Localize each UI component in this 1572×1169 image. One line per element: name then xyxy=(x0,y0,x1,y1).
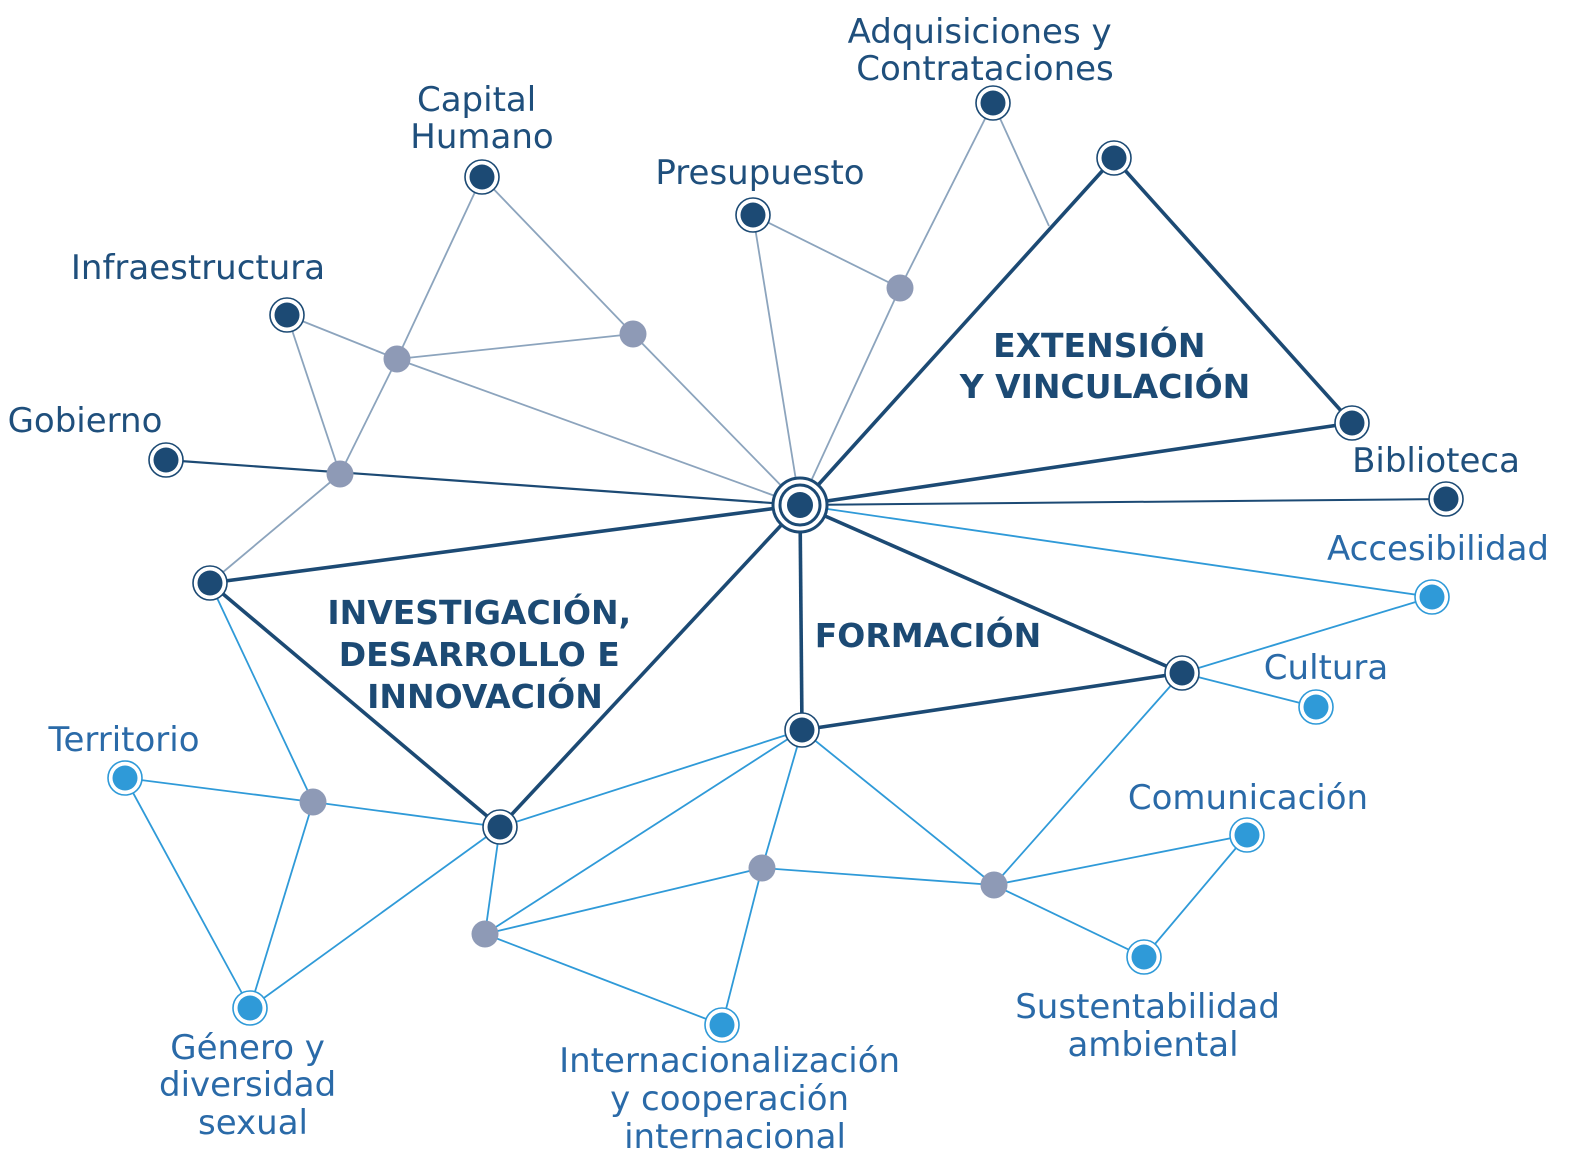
edge-b3-intl xyxy=(721,867,763,1026)
node-junction-1 xyxy=(886,274,914,302)
node-center-hub xyxy=(771,476,829,534)
edge-inv2-center xyxy=(498,503,802,829)
edge-g3-center xyxy=(396,358,801,506)
edge-center-inv xyxy=(209,503,801,585)
edge-ext2-center xyxy=(799,421,1353,507)
edge-f2-b4 xyxy=(993,672,1183,886)
node-junction-7 xyxy=(748,854,776,882)
edge-b4-sus xyxy=(993,884,1145,958)
edge-adq-g1 xyxy=(899,102,994,289)
node-territorio xyxy=(107,760,143,796)
label-internacionalizacion: Internacionalización y cooperación inter… xyxy=(559,1041,911,1157)
label-presupuesto: Presupuesto xyxy=(655,153,864,193)
edge-center-bib xyxy=(799,498,1447,506)
edge-ter-gen xyxy=(124,777,251,1009)
node-junction-8 xyxy=(980,871,1008,899)
node-extension-top xyxy=(1096,140,1132,176)
edge-b2-b3 xyxy=(484,867,763,935)
edge-pres-g1 xyxy=(752,214,901,289)
label-capital-humano: Capital Humano xyxy=(410,80,553,157)
node-investigation-left xyxy=(192,565,228,601)
label-genero: Género y diversidad sexual xyxy=(159,1028,347,1143)
label-biblioteca: Biblioteca xyxy=(1352,441,1520,481)
edge-gob-center xyxy=(165,458,801,507)
node-adquisiciones xyxy=(975,85,1011,121)
edge-center-f1 xyxy=(798,504,804,731)
node-junction-2 xyxy=(619,320,647,348)
label-gobierno: Gobierno xyxy=(8,401,163,441)
node-accesibilidad xyxy=(1414,579,1450,615)
edge-infra-g3 xyxy=(286,314,398,360)
edge-center-acc xyxy=(799,504,1433,598)
node-junction-6 xyxy=(471,920,499,948)
edge-g3-g4 xyxy=(339,358,398,475)
edge-f1-b4 xyxy=(801,729,995,886)
edge-g1-center xyxy=(799,287,901,506)
node-extension-right xyxy=(1334,405,1370,441)
label-cultura: Cultura xyxy=(1264,648,1388,688)
node-biblioteca xyxy=(1428,481,1464,517)
network-nodes xyxy=(107,85,1464,1043)
node-sustentabilidad xyxy=(1126,939,1162,975)
node-infraestructura xyxy=(269,297,305,333)
edge-inv2-b2 xyxy=(484,826,501,935)
edge-pres-center xyxy=(752,214,801,506)
node-internacionalizacion xyxy=(704,1007,740,1043)
edge-center-ext1 xyxy=(798,156,1116,507)
node-formation-right xyxy=(1164,655,1200,691)
area-title-formation: FORMACIÓN xyxy=(815,615,1042,655)
node-junction-3 xyxy=(383,345,411,373)
edge-adq-1049,226 xyxy=(992,102,1050,227)
node-junction-5 xyxy=(299,788,327,816)
edge-b4-com xyxy=(993,834,1248,886)
edge-com-sus xyxy=(1143,834,1248,958)
edge-g4-inv xyxy=(209,473,341,584)
edge-f1-b3 xyxy=(761,729,803,869)
label-sustentabilidad: Sustentabilidad ambiental xyxy=(1015,987,1291,1065)
node-gobierno xyxy=(148,442,184,478)
edge-f1-b2 xyxy=(484,729,803,935)
label-territorio: Territorio xyxy=(47,720,199,760)
label-accesibilidad: Accesibilidad xyxy=(1327,529,1549,569)
edge-ext1-ext2 xyxy=(1112,156,1354,425)
edge-cap-g2 xyxy=(481,176,634,335)
edge-b1-inv2 xyxy=(312,801,501,828)
network-edges xyxy=(124,102,1447,1026)
edge-inv2-f1 xyxy=(499,729,803,828)
label-adquisiciones: Adquisiciones y Contrataciones xyxy=(848,12,1123,89)
node-investigation-bottom xyxy=(482,809,518,845)
edge-inv-inv2 xyxy=(208,581,502,829)
edge-b2-intl xyxy=(484,933,723,1026)
label-infraestructura: Infraestructura xyxy=(71,248,325,288)
edge-infra-g4 xyxy=(286,314,341,475)
node-comunicacion xyxy=(1229,817,1265,853)
node-formation-bottom xyxy=(784,712,820,748)
edge-f2-center xyxy=(799,503,1183,675)
edge-inv2-gen xyxy=(249,826,501,1009)
node-capital-humano xyxy=(464,159,500,195)
label-comunicacion: Comunicación xyxy=(1128,778,1368,818)
edge-ter-b1 xyxy=(124,777,314,803)
node-presupuesto xyxy=(735,197,771,233)
edge-cap-g3 xyxy=(396,176,483,360)
node-cultura xyxy=(1298,689,1334,725)
area-title-extension: EXTENSIÓN Y VINCULACIÓN xyxy=(959,325,1251,406)
edge-b1-gen xyxy=(249,801,314,1009)
edge-g2-center xyxy=(632,333,801,506)
node-junction-4 xyxy=(326,460,354,488)
edge-b3-b4 xyxy=(761,867,995,886)
edge-f2-cul xyxy=(1181,672,1317,708)
edge-inv-b1 xyxy=(209,582,314,803)
edge-f2-acc xyxy=(1181,596,1433,674)
area-title-investigation: INVESTIGACIÓN, DESARROLLO E INNOVACIÓN xyxy=(327,592,642,716)
edge-g3-g2 xyxy=(396,333,634,360)
node-genero xyxy=(232,990,268,1026)
edge-f1-f2 xyxy=(801,671,1183,732)
